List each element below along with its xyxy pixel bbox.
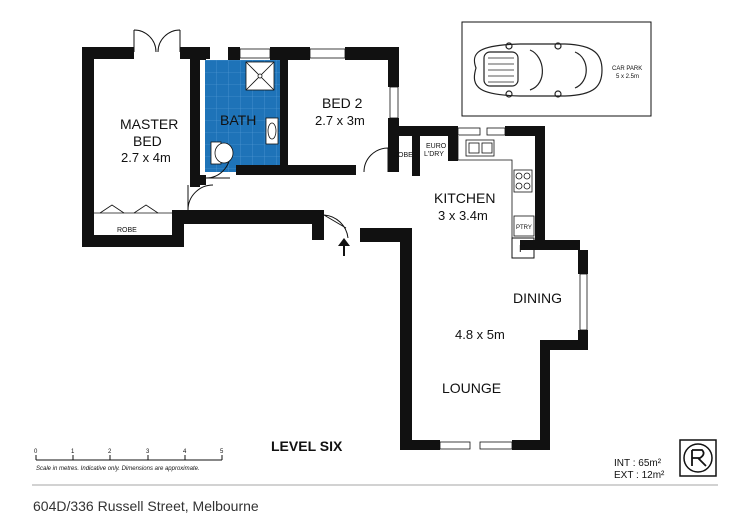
bed2-robe-label: ROBE <box>393 152 413 159</box>
scale-note: Scale in metres. Indicative only. Dimens… <box>36 466 200 472</box>
address: 604D/336 Russell Street, Melbourne <box>33 498 259 514</box>
basin-icon <box>265 117 279 145</box>
scale-tick-1: 1 <box>71 449 75 455</box>
master-robe-label: ROBE <box>117 227 137 234</box>
master-robe-doors <box>94 204 172 214</box>
kitchen-bench <box>457 136 513 240</box>
lounge-dims: 4.8 x 5m <box>455 327 505 342</box>
pantry-box <box>513 215 535 237</box>
master-bed-label-1: MASTER <box>120 116 178 132</box>
scale-tick-5: 5 <box>220 449 224 455</box>
car-icon <box>473 42 603 98</box>
shower-icon <box>245 61 275 91</box>
walls <box>82 47 588 450</box>
level-label: LEVEL SIX <box>271 438 343 454</box>
scale-tick-0: 0 <box>34 449 38 455</box>
scale-bar: 0 1 2 3 4 5 Scale in metres. Indicative … <box>34 449 224 472</box>
kitchen-dims: 3 x 3.4m <box>438 208 488 223</box>
bath-label: BATH <box>220 112 256 128</box>
car-park-label: CAR PARK <box>612 66 642 72</box>
toilet-icon <box>210 141 234 165</box>
scale-tick-2: 2 <box>108 449 112 455</box>
bed2-label: BED 2 <box>322 95 363 111</box>
kitchen-label: KITCHEN <box>434 190 495 206</box>
ext-area: EXT : 12m² <box>614 470 665 481</box>
master-bed-label-2: BED <box>133 133 162 149</box>
entry-arrow-icon <box>338 238 350 256</box>
euro-laundry-label-1: EURO <box>426 143 447 150</box>
car-park: CAR PARK 5 x 2.5m <box>461 21 652 117</box>
euro-laundry-label-2: L'DRY <box>424 151 444 158</box>
pantry-label: PTRY <box>516 225 532 231</box>
cooktop-icon <box>513 169 533 193</box>
dining-label: DINING <box>513 290 562 306</box>
lounge-label: LOUNGE <box>442 380 501 396</box>
master-bed-dims: 2.7 x 4m <box>121 150 171 165</box>
bed2-dims: 2.7 x 3m <box>315 113 365 128</box>
logo-icon <box>679 439 717 477</box>
fridge-box <box>511 237 535 259</box>
scale-tick-4: 4 <box>183 449 187 455</box>
car-park-dims: 5 x 2.5m <box>616 74 639 80</box>
fridge-label: F <box>519 244 525 255</box>
windows <box>239 48 588 450</box>
int-area: INT : 65m² <box>614 458 662 469</box>
scale-tick-3: 3 <box>146 449 150 455</box>
